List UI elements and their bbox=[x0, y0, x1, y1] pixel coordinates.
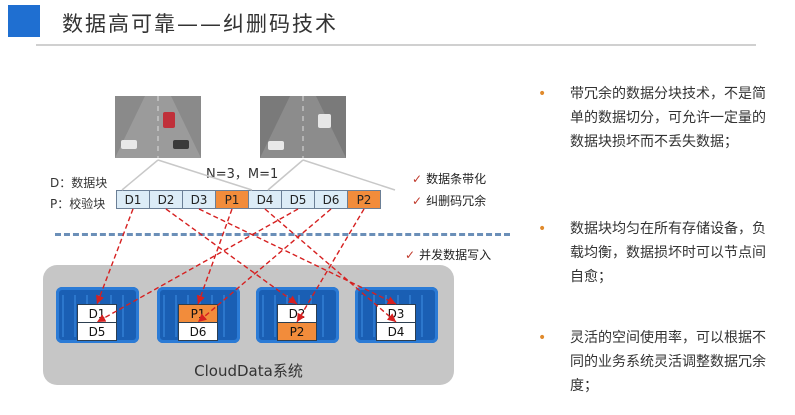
title-accent-square bbox=[8, 5, 40, 37]
feature-text: 带冗余的数据分块技术，不是简单的数据切分，可允许一定量的数据块损坏而不丢失数据； bbox=[570, 86, 766, 150]
check-icon: ✓ bbox=[412, 172, 423, 186]
write-arrow bbox=[165, 208, 298, 305]
check-striping-label: 数据条带化 bbox=[426, 172, 487, 186]
feature-item: • 带冗余的数据分块技术，不是简单的数据切分，可允许一定量的数据块损坏而不丢失数… bbox=[538, 82, 768, 182]
parity-block: P2 bbox=[347, 190, 381, 209]
write-arrow bbox=[96, 208, 299, 323]
data-block: D3 bbox=[182, 190, 216, 209]
check-striping: ✓数据条带化 bbox=[412, 170, 486, 187]
check-erasure-label: 纠删码冗余 bbox=[426, 194, 487, 208]
stored-data-block: D4 bbox=[376, 322, 416, 341]
cloud-system-label: CloudData系统 bbox=[194, 362, 303, 380]
feature-item: • 数据块均匀在所有存储设备，负载均衡，数据损坏时可以节点间自愈； bbox=[538, 217, 768, 297]
write-arrow bbox=[197, 208, 332, 323]
nm-parameter-label: N=3，M=1 bbox=[206, 167, 279, 182]
page-title: 数据高可靠——纠删码技术 bbox=[62, 12, 338, 36]
check-icon: ✓ bbox=[412, 194, 423, 208]
write-arrow bbox=[198, 208, 397, 305]
bullet-dot: • bbox=[538, 221, 547, 237]
feature-text: 数据块均匀在所有存储设备，负载均衡，数据损坏时可以节点间自愈； bbox=[570, 221, 766, 285]
write-arrow bbox=[196, 208, 233, 305]
write-arrow bbox=[96, 208, 134, 305]
check-concurrent-label: 并发数据写入 bbox=[419, 248, 492, 262]
legend-data-block: D：数据块 bbox=[50, 176, 108, 190]
data-block: D2 bbox=[149, 190, 183, 209]
data-block: D4 bbox=[248, 190, 282, 209]
bullet-dot: • bbox=[538, 330, 547, 346]
check-icon: ✓ bbox=[405, 248, 416, 262]
data-block: D6 bbox=[314, 190, 348, 209]
stored-data-block: D5 bbox=[77, 322, 117, 341]
check-concurrent: ✓并发数据写入 bbox=[405, 246, 491, 263]
traffic-photo-left bbox=[115, 96, 201, 158]
write-arrow bbox=[296, 208, 365, 323]
parity-block: P1 bbox=[215, 190, 249, 209]
traffic-photo-right bbox=[260, 96, 346, 158]
feature-item: • 灵活的空间使用率，可以根据不同的业务系统灵活调整数据冗余度； bbox=[538, 326, 768, 406]
feature-text: 灵活的空间使用率，可以根据不同的业务系统灵活调整数据冗余度； bbox=[570, 330, 766, 394]
stored-data-block: D6 bbox=[178, 322, 218, 341]
check-erasure: ✓纠删码冗余 bbox=[412, 192, 486, 209]
legend-parity-block: P：校验块 bbox=[50, 197, 106, 211]
network-divider bbox=[55, 233, 510, 236]
stored-parity-block: P2 bbox=[277, 322, 317, 341]
write-arrow bbox=[264, 208, 397, 323]
title-divider bbox=[36, 44, 756, 46]
bullet-dot: • bbox=[538, 86, 547, 102]
